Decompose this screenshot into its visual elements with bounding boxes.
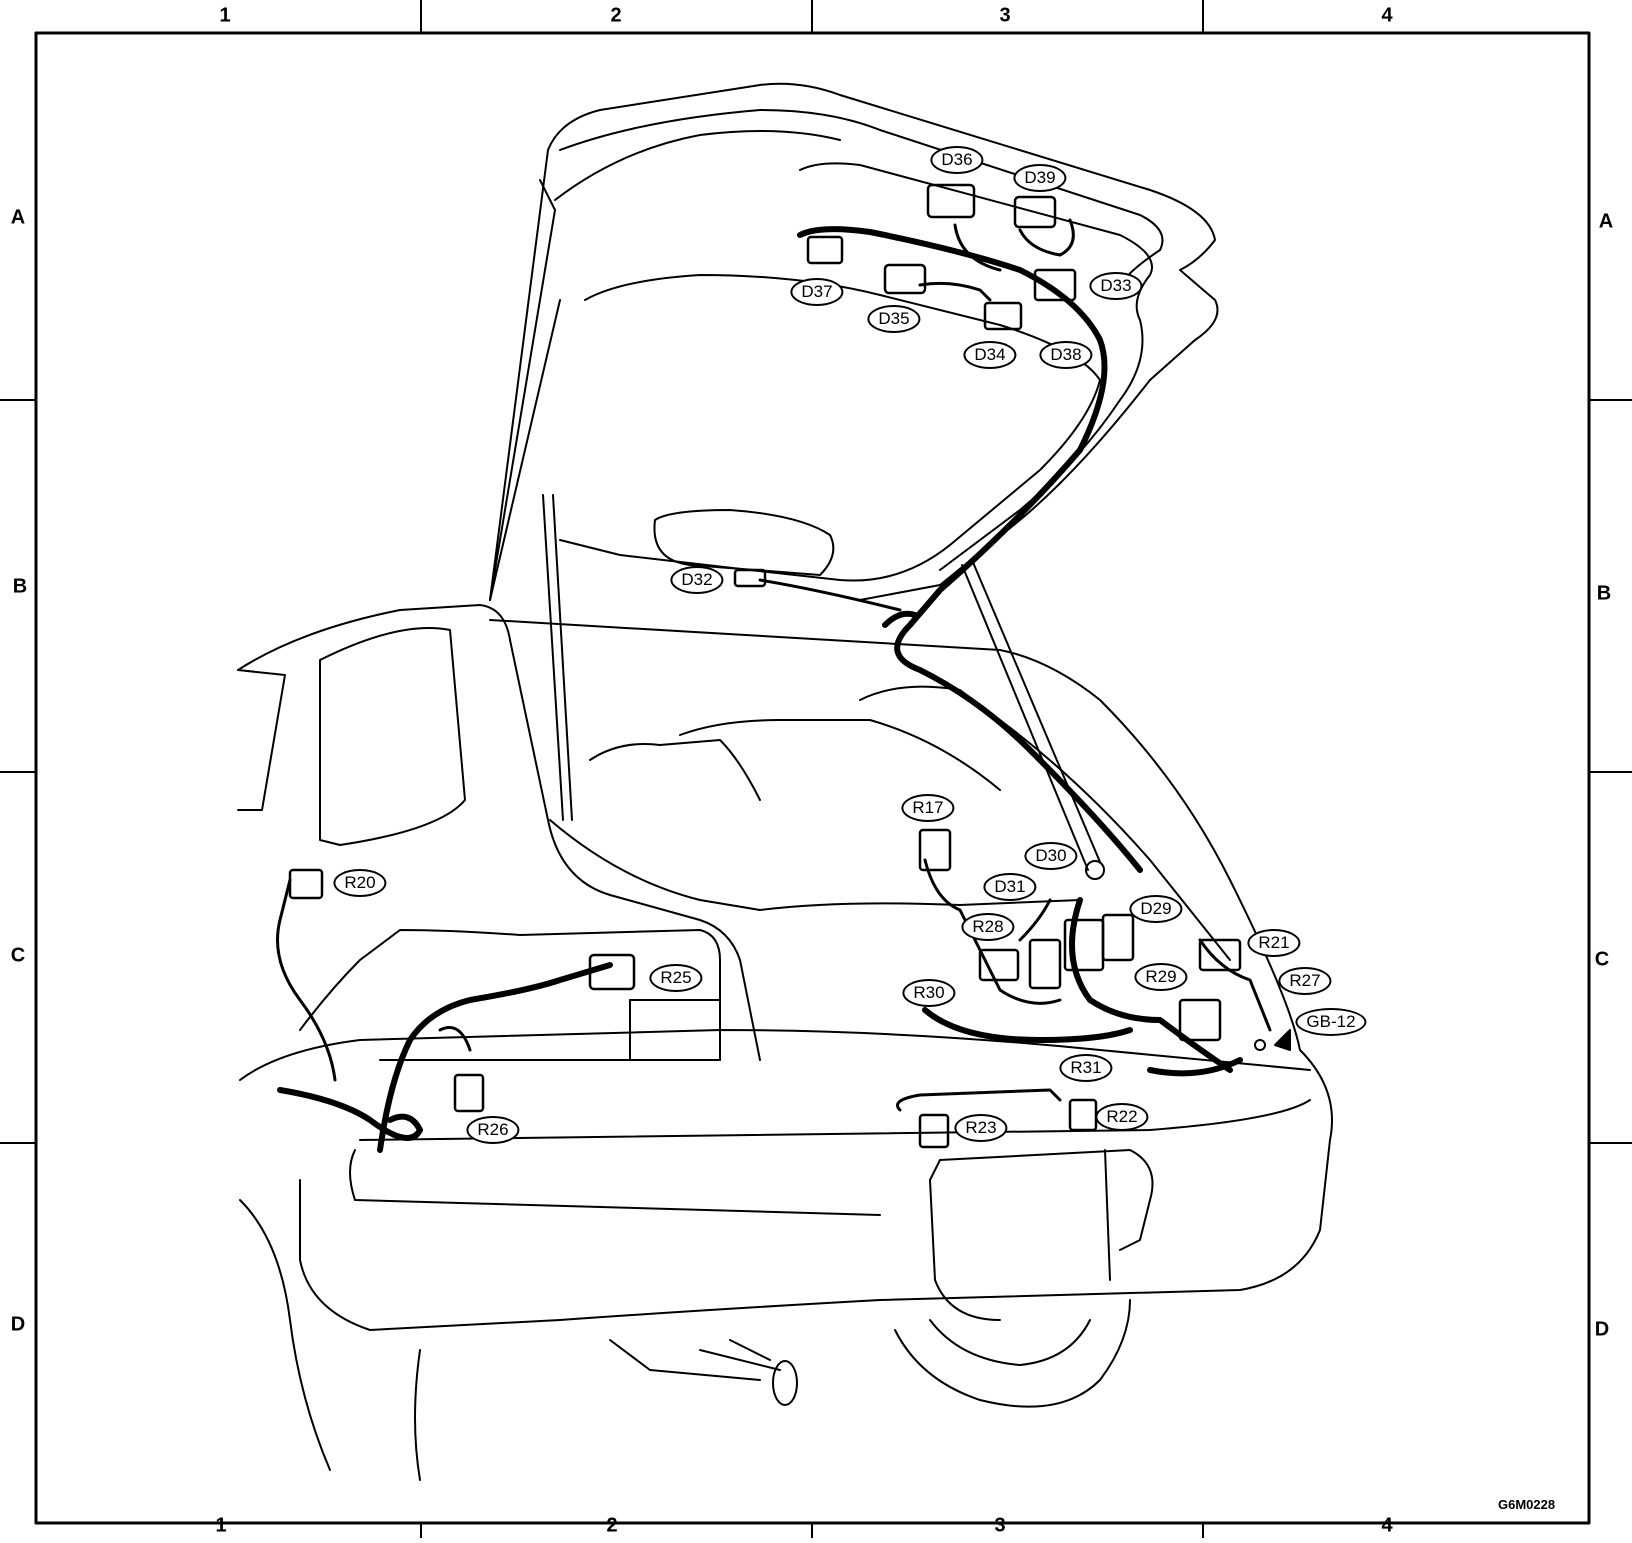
grid-column-3-top: 3	[999, 4, 1011, 27]
callout-d29: D29	[1129, 895, 1183, 923]
callout-d37: D37	[790, 278, 844, 306]
callout-r30: R30	[902, 979, 956, 1007]
grid-row-c-left: C	[10, 944, 26, 967]
callout-r31: R31	[1059, 1054, 1113, 1082]
liftgate-outline	[489, 82, 1219, 601]
callout-d32: D32	[670, 566, 724, 594]
grid-column-2-bottom: 2	[606, 1514, 618, 1537]
grid-row-b-right: B	[1596, 582, 1612, 605]
callout-d34: D34	[963, 341, 1017, 369]
callout-r29: R29	[1134, 963, 1188, 991]
callout-r28: R28	[961, 913, 1015, 941]
callout-r26: R26	[466, 1116, 520, 1144]
callout-d31: D31	[983, 873, 1037, 901]
callout-r17: R17	[901, 794, 955, 822]
callout-d36: D36	[930, 146, 984, 174]
callout-d35: D35	[867, 305, 921, 333]
callout-d38: D38	[1039, 341, 1093, 369]
wiring-harness	[277, 226, 1243, 1153]
callout-r21: R21	[1247, 929, 1301, 957]
ground-arrow-icon	[1274, 1029, 1291, 1051]
grid-row-d-left: D	[10, 1313, 26, 1336]
drawing-code: G6M0228	[1498, 1497, 1556, 1512]
hatch-struts	[542, 494, 1105, 880]
grid-row-d-right: D	[1594, 1318, 1610, 1341]
grid-column-1-top: 1	[219, 4, 231, 27]
callout-r23: R23	[954, 1114, 1008, 1142]
ground-bolt	[1254, 1039, 1266, 1051]
callout-d39: D39	[1013, 164, 1067, 192]
callout-r25: R25	[649, 964, 703, 992]
callout-r22: R22	[1095, 1103, 1149, 1131]
grid-row-a-left: A	[10, 206, 26, 229]
callout-d30: D30	[1024, 842, 1078, 870]
wiring-branches	[276, 218, 1272, 1112]
callout-d33: D33	[1089, 272, 1143, 300]
callout-r20: R20	[333, 869, 387, 897]
grid-column-4-bottom: 4	[1381, 1514, 1393, 1537]
callout-r27: R27	[1278, 967, 1332, 995]
callout-gb12: GB-12	[1295, 1008, 1367, 1036]
grid-column-1-bottom: 1	[215, 1514, 227, 1537]
grid-column-2-top: 2	[610, 4, 622, 27]
grid-row-a-right: A	[1598, 210, 1614, 233]
grid-row-c-right: C	[1594, 948, 1610, 971]
diagram-frame	[34, 31, 1591, 1525]
car-body-outline	[237, 604, 1333, 1481]
grid-column-3-bottom: 3	[994, 1514, 1006, 1537]
grid-column-4-top: 4	[1381, 4, 1393, 27]
grid-row-b-left: B	[12, 575, 28, 598]
